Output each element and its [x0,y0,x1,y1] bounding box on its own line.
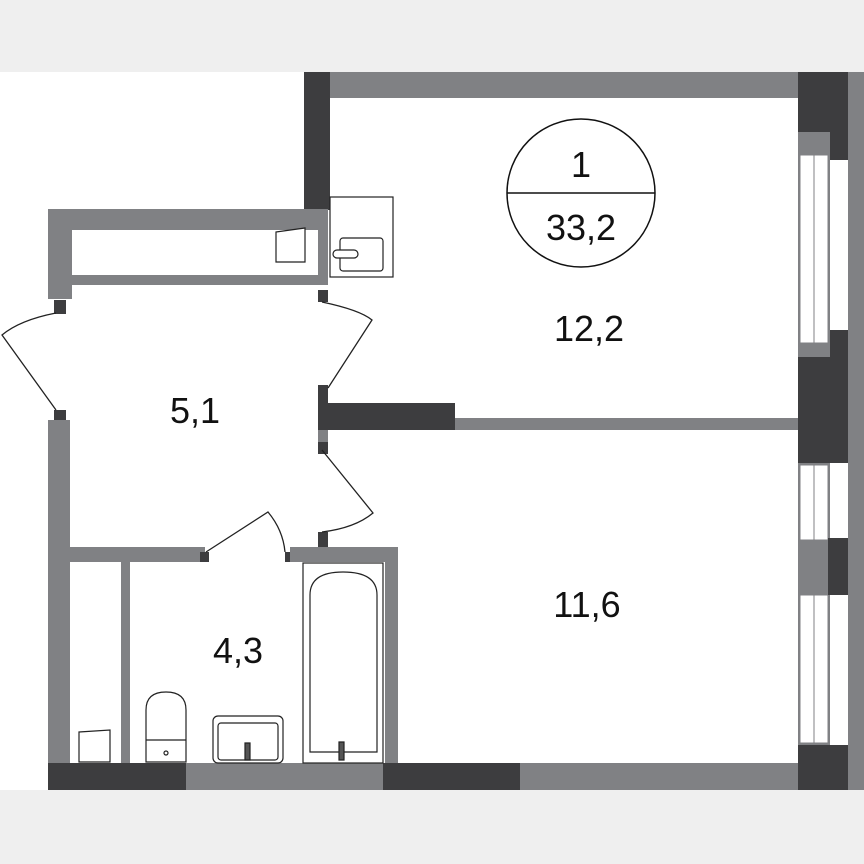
walls [48,72,864,790]
bathroom-door [205,511,286,553]
bottom-margin [0,790,864,864]
riser-icon-2 [78,729,111,763]
riser-icon [275,227,306,263]
doors [1,301,374,553]
room-area-label: 12,2 [554,308,624,349]
rooms-count: 1 [571,144,591,185]
room-2-door [321,449,374,533]
total-area: 33,2 [546,207,616,248]
top-margin [0,0,864,72]
entrance-door [1,312,57,411]
apartment-badge: 1 33,2 [506,118,656,268]
toilet-icon [145,691,187,763]
room-door [321,301,373,389]
hallway-area-label: 5,1 [170,390,220,431]
room-2-area-label: 11,6 [553,584,620,625]
fixtures [78,196,394,764]
bathroom-area-label: 4,3 [213,630,263,671]
